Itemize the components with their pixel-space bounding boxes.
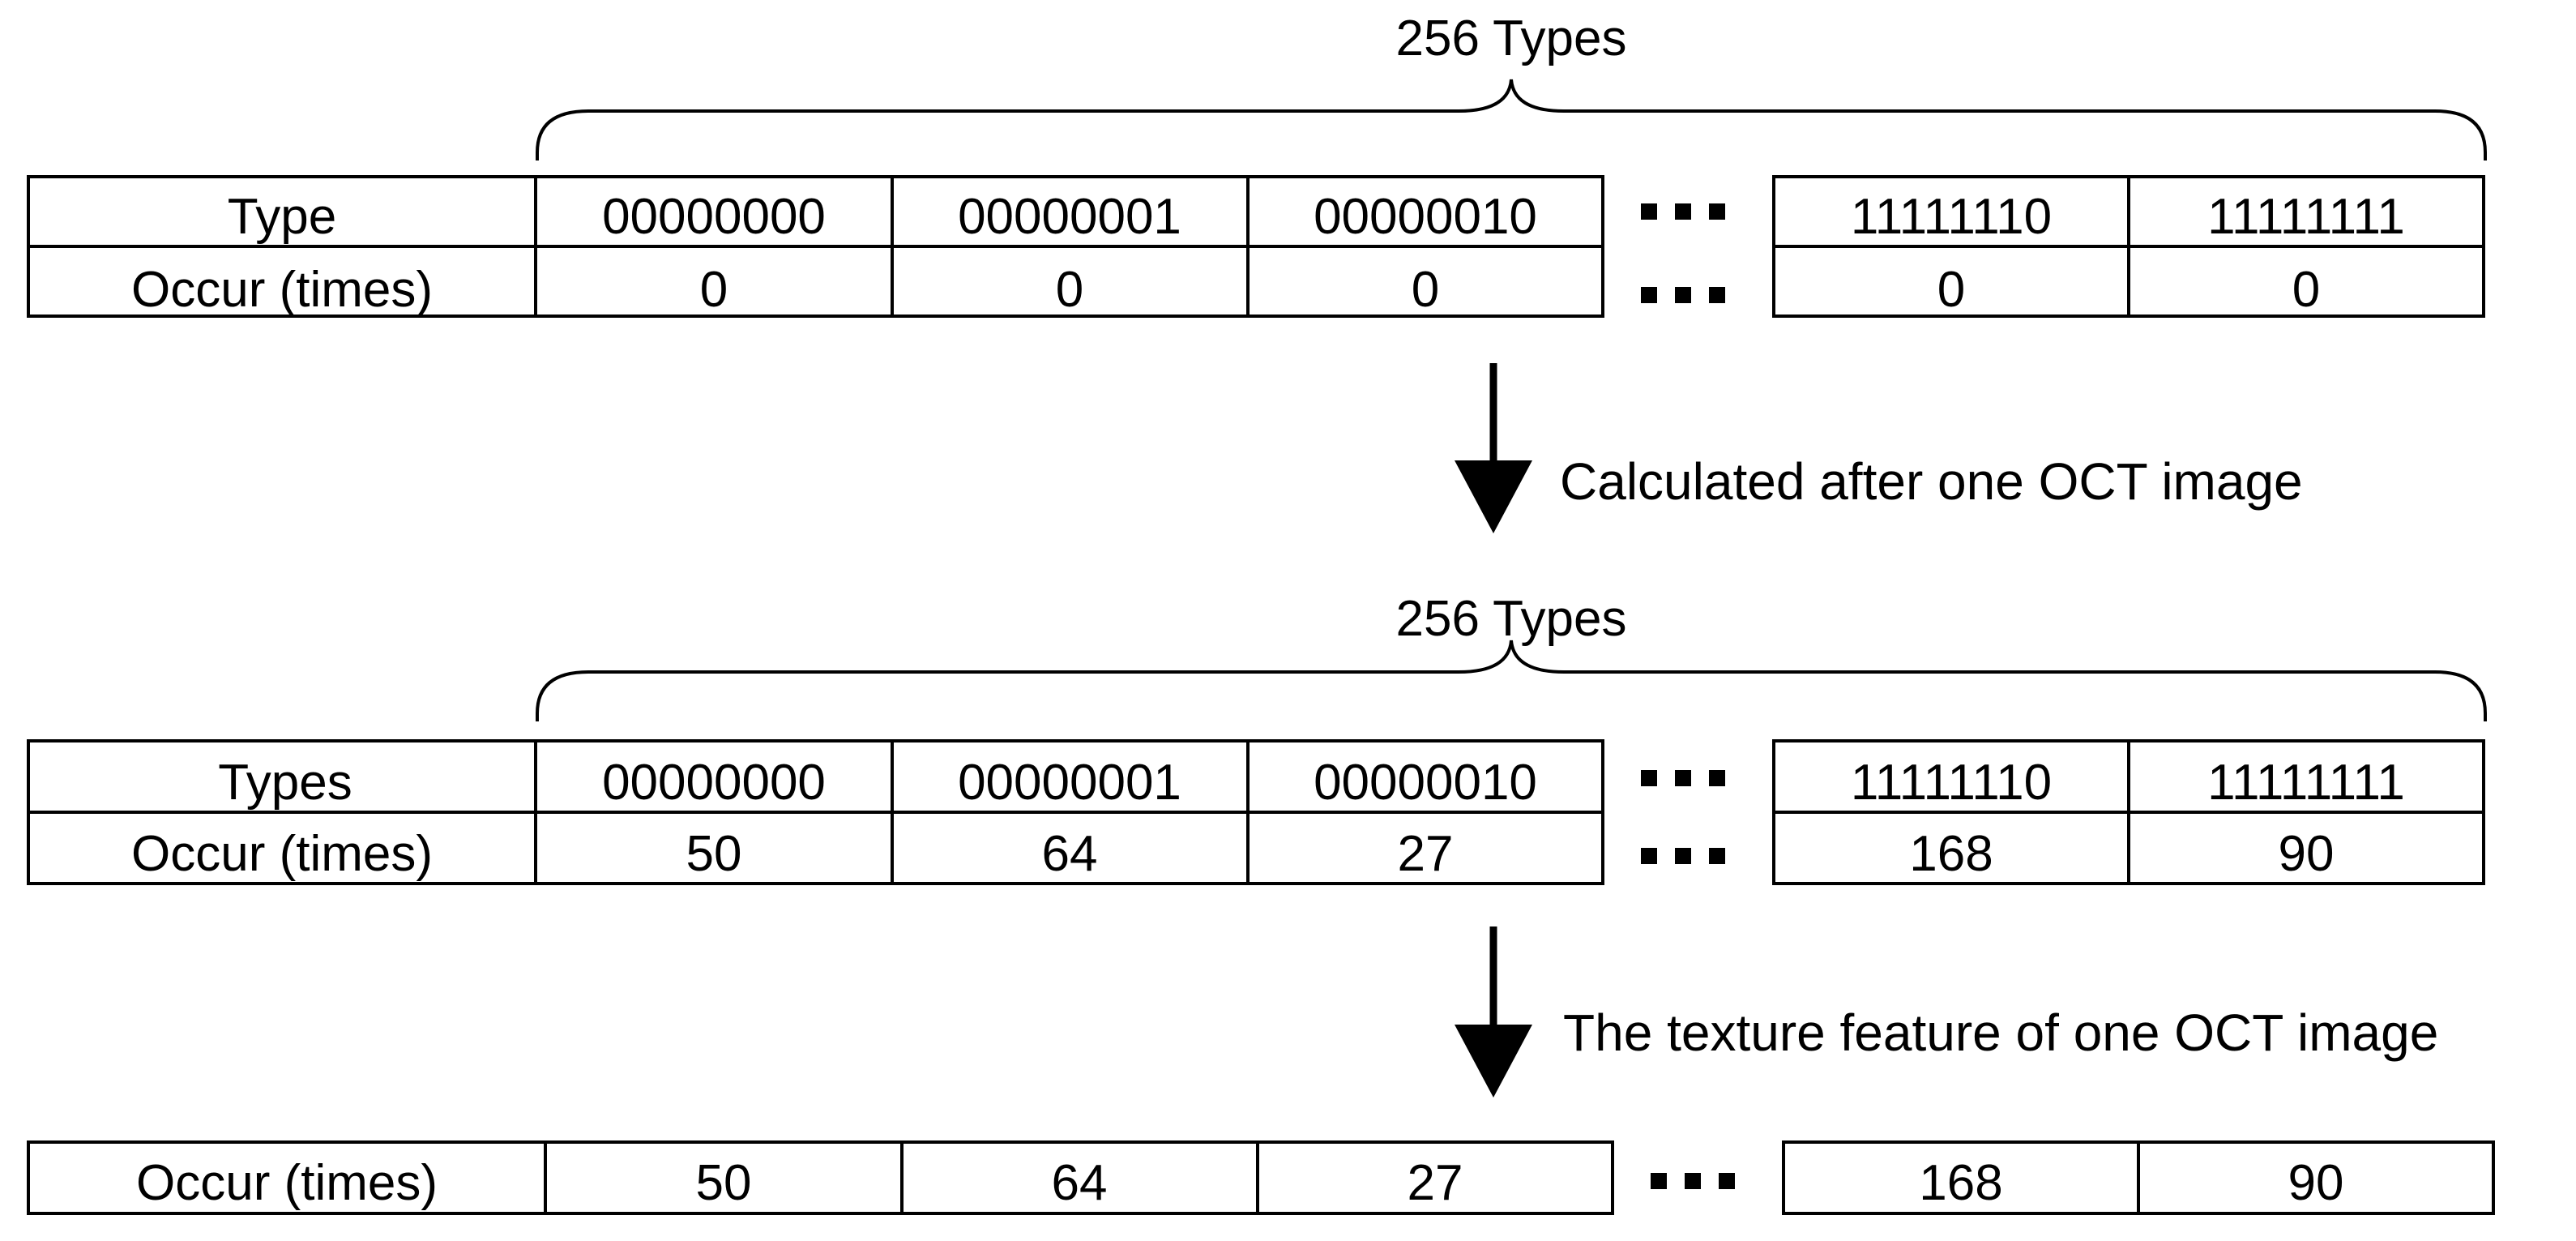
middle-count-cell: 64 [1042, 826, 1098, 882]
top-brace [536, 79, 2487, 160]
top-table-right [1772, 175, 2485, 318]
middle-ellipsis-row2 [1641, 848, 1725, 864]
top-count-cell: 0 [1412, 262, 1439, 318]
top-ellipsis-row1 [1641, 203, 1725, 220]
middle-ellipsis-row1 [1641, 770, 1725, 786]
middle-type-cell: 11111111 [2207, 755, 2405, 811]
middle-type-cell: 11111110 [1851, 755, 2052, 811]
bottom-count-cell: 168 [1919, 1155, 2002, 1211]
middle-types-header: Types [218, 755, 352, 811]
middle-count-cell: 50 [686, 826, 742, 882]
top-type-cell: 11111111 [2207, 189, 2405, 245]
top-ellipsis-row2 [1641, 287, 1725, 303]
middle-section: 256 Types Types Occur (times) 00000000 0… [27, 591, 2487, 885]
middle-count-cell: 27 [1398, 826, 1454, 882]
top-type-cell: 00000000 [602, 189, 826, 245]
bottom-count-cell: 27 [1408, 1155, 1463, 1211]
middle-brace [536, 640, 2487, 721]
top-count-cell: 0 [1937, 262, 1965, 318]
middle-table-left [27, 739, 1604, 885]
arrow-down-icon [1455, 460, 1532, 533]
middle-type-cell: 00000000 [602, 755, 826, 811]
top-section: 256 Types Type Occur (times) 00000000 00… [27, 11, 2487, 318]
top-occur-header: Occur (times) [131, 262, 433, 318]
top-type-cell: 11111110 [1851, 189, 2052, 245]
arrow-2: The texture feature of one OCT image [1455, 926, 2438, 1098]
top-type-cell: 00000001 [958, 189, 1181, 245]
top-type-cell: 00000010 [1314, 189, 1537, 245]
middle-type-cell: 00000010 [1314, 755, 1537, 811]
arrow-2-label: The texture feature of one OCT image [1563, 1003, 2438, 1062]
bottom-ellipsis [1651, 1173, 1735, 1189]
middle-table-right [1772, 739, 2485, 885]
middle-type-cell: 00000001 [958, 755, 1181, 811]
bottom-occur-header: Occur (times) [136, 1155, 438, 1211]
top-count-cell: 0 [700, 262, 728, 318]
top-brace-label: 256 Types [1396, 11, 1627, 66]
middle-brace-label: 256 Types [1396, 591, 1627, 647]
top-count-cell: 0 [2292, 262, 2320, 318]
arrow-1: Calculated after one OCT image [1455, 363, 2303, 533]
top-count-cell: 0 [1056, 262, 1083, 318]
arrow-down-icon [1455, 1025, 1532, 1098]
top-type-header: Type [228, 189, 336, 245]
bottom-count-cell: 50 [696, 1155, 752, 1211]
middle-count-cell: 90 [2279, 826, 2335, 882]
bottom-count-cell: 64 [1052, 1155, 1108, 1211]
bottom-table-left [27, 1140, 1614, 1215]
middle-occur-header: Occur (times) [131, 826, 433, 882]
arrow-1-label: Calculated after one OCT image [1560, 452, 2303, 511]
middle-count-cell: 168 [1909, 826, 1993, 882]
top-table-left [27, 175, 1604, 318]
bottom-count-cell: 90 [2288, 1155, 2344, 1211]
bottom-section: Occur (times) 50 64 27 168 90 [27, 1140, 2495, 1215]
bottom-table-right [1782, 1140, 2495, 1215]
